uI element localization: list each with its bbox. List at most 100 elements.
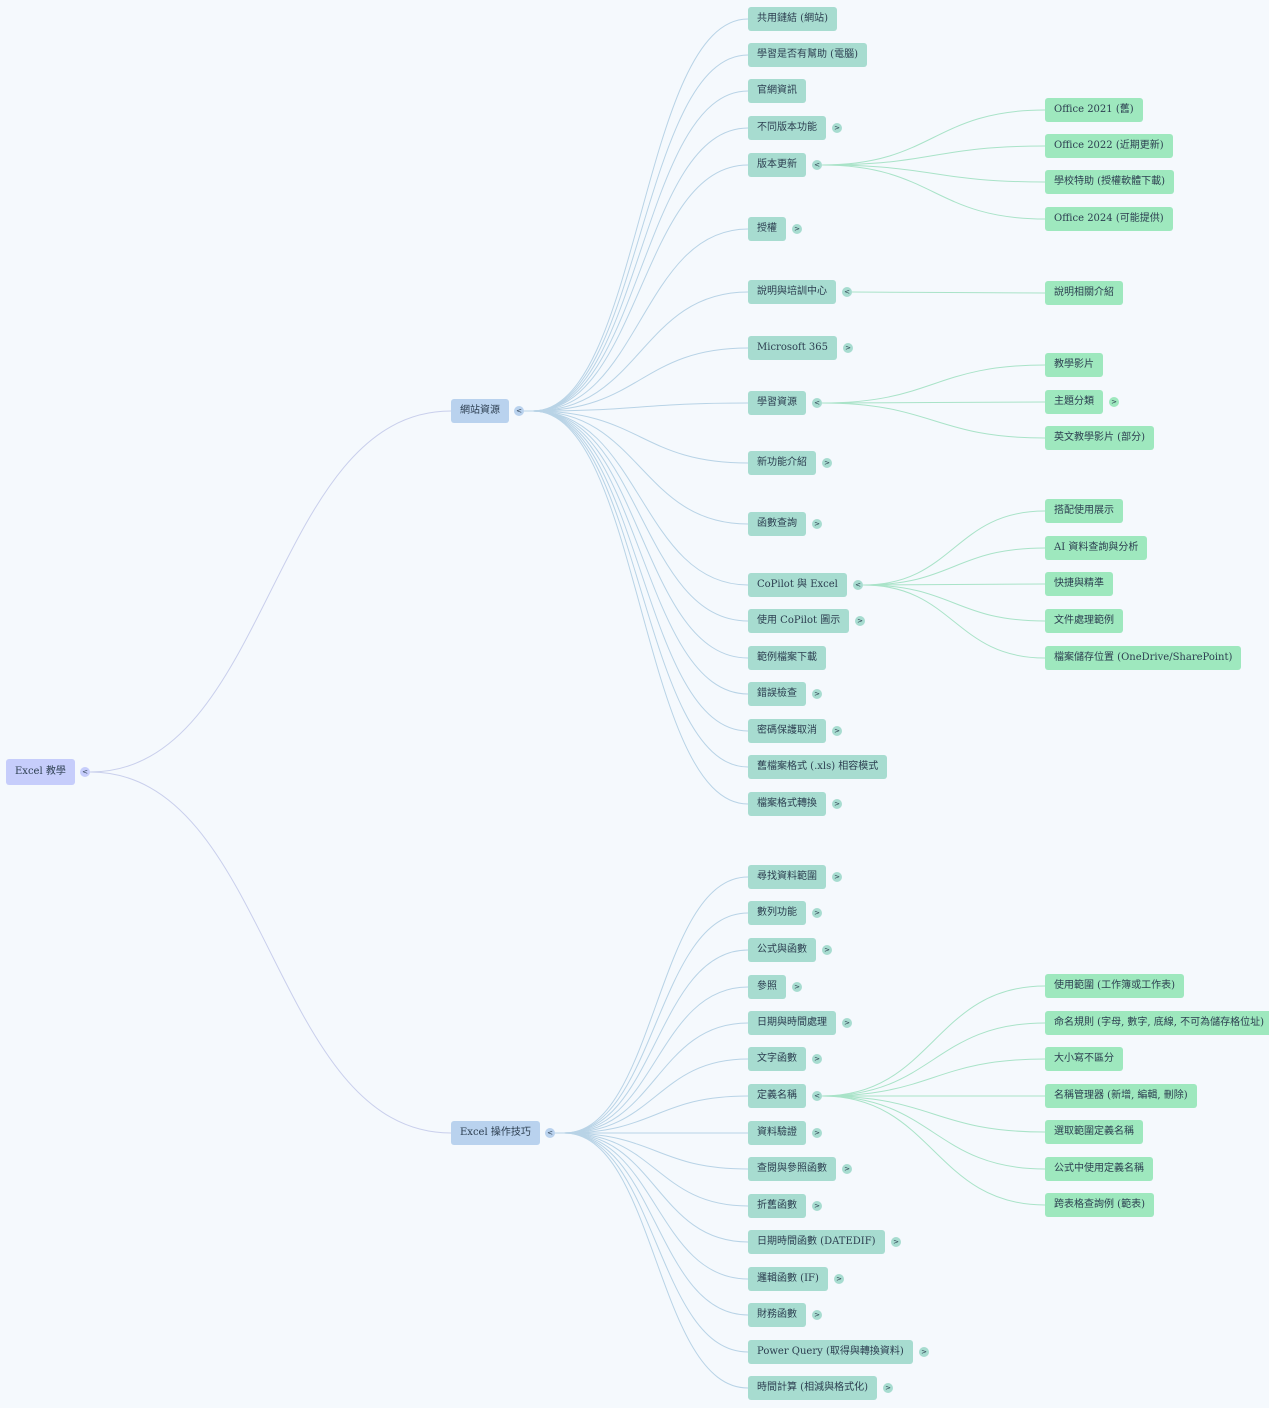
toggle-1-6[interactable]: < [812,1091,822,1101]
leaf-node-1-6-0[interactable]: 使用範圍 (工作簿或工作表) [1045,974,1184,998]
toggle-1-3[interactable]: > [792,982,802,992]
topic-node-0-9[interactable]: 新功能介紹 [748,451,816,475]
leaf-node-0-11-1[interactable]: AI 資料查詢與分析 [1045,536,1148,560]
link-0-15 [532,410,749,732]
topic-node-1-8[interactable]: 查閱與參照函數 [748,1157,836,1181]
link-0-6 [532,291,749,412]
link-1-6 [563,1095,749,1134]
toggle-0-9[interactable]: > [822,458,832,468]
link-0-8-1 [821,401,1046,404]
link-root-branch-0 [89,410,452,773]
leaf-node-1-6-5[interactable]: 公式中使用定義名稱 [1045,1157,1153,1181]
branch-node-1[interactable]: Excel 操作技巧 [451,1121,540,1145]
collapse-toggle-root[interactable]: < [80,767,90,777]
topic-node-0-13[interactable]: 範例檔案下載 [748,646,826,670]
toggle-1-11[interactable]: > [834,1274,844,1284]
topic-node-0-16[interactable]: 舊檔案格式 (.xls) 相容模式 [748,755,888,779]
leaf-node-0-4-2[interactable]: 學校特助 (授權軟體下載) [1045,170,1174,194]
toggle-0-10[interactable]: > [812,519,822,529]
topic-node-0-6[interactable]: 說明與培訓中心 [748,280,836,304]
topic-node-1-6[interactable]: 定義名稱 [748,1084,806,1108]
leaf-node-1-6-3[interactable]: 名稱管理器 (新增, 編輯, 刪除) [1045,1084,1197,1108]
topic-node-0-5[interactable]: 授權 [748,217,786,241]
leaf-node-0-4-1[interactable]: Office 2022 (近期更新) [1045,134,1173,158]
topic-node-1-3[interactable]: 參照 [748,975,786,999]
topic-node-0-7[interactable]: Microsoft 365 [748,336,837,360]
topic-node-1-10[interactable]: 日期時間函數 (DATEDIF) [748,1230,885,1254]
leaf-node-1-6-4[interactable]: 選取範圍定義名稱 [1045,1120,1143,1144]
leaf-node-0-11-2[interactable]: 快捷與精準 [1045,572,1113,596]
toggle-0-7[interactable]: > [843,343,853,353]
leaf-node-0-11-4[interactable]: 檔案儲存位置 (OneDrive/SharePoint) [1045,646,1242,670]
toggle-0-12[interactable]: > [855,616,865,626]
leaf-node-0-8-1[interactable]: 主題分類 [1045,390,1103,414]
topic-node-1-0[interactable]: 尋找資料範圍 [748,865,826,889]
toggle-1-7[interactable]: > [812,1128,822,1138]
toggle-1-1[interactable]: > [812,908,822,918]
toggle-1-8[interactable]: > [842,1164,852,1174]
link-1-12 [563,1132,749,1316]
toggle-0-8-1[interactable]: > [1109,397,1119,407]
topic-node-1-13[interactable]: Power Query (取得與轉換資料) [748,1340,913,1364]
link-1-8 [563,1132,749,1170]
topic-node-0-8[interactable]: 學習資源 [748,391,806,415]
topic-node-0-15[interactable]: 密碼保護取消 [748,719,826,743]
toggle-1-2[interactable]: > [822,945,832,955]
leaf-node-0-8-0[interactable]: 教學影片 [1045,353,1103,377]
toggle-1-12[interactable]: > [812,1310,822,1320]
topic-node-0-3[interactable]: 不同版本功能 [748,116,826,140]
toggle-1-14[interactable]: > [883,1383,893,1393]
link-0-13 [532,410,749,659]
topic-node-0-4[interactable]: 版本更新 [748,153,806,177]
leaf-node-0-6-0[interactable]: 說明相關介紹 [1045,281,1123,305]
leaf-node-1-6-6[interactable]: 跨表格查詢例 (範表) [1045,1193,1154,1217]
topic-node-1-7[interactable]: 資料驗證 [748,1121,806,1145]
topic-node-0-2[interactable]: 官網資訊 [748,79,806,103]
branch-node-0[interactable]: 網站資源 [451,399,509,423]
topic-node-0-17[interactable]: 檔案格式轉換 [748,792,826,816]
leaf-node-0-11-0[interactable]: 搭配使用展示 [1045,499,1123,523]
toggle-0-14[interactable]: > [812,689,822,699]
toggle-1-4[interactable]: > [842,1018,852,1028]
collapse-toggle-branch-0[interactable]: < [514,406,524,416]
link-1-10 [563,1132,749,1243]
link-root-branch-1 [89,771,452,1134]
leaf-node-0-11-3[interactable]: 文件處理範例 [1045,609,1123,633]
toggle-1-10[interactable]: > [891,1237,901,1247]
topic-node-0-1[interactable]: 學習是否有幫助 (電腦) [748,43,867,67]
topic-node-0-10[interactable]: 函數查詢 [748,512,806,536]
toggle-0-11[interactable]: < [853,580,863,590]
topic-node-1-12[interactable]: 財務函數 [748,1303,806,1327]
toggle-0-17[interactable]: > [832,799,842,809]
leaf-node-0-4-3[interactable]: Office 2024 (可能提供) [1045,207,1173,231]
toggle-0-8[interactable]: < [812,398,822,408]
toggle-0-4[interactable]: < [812,160,822,170]
link-0-12 [532,410,749,622]
topic-node-0-11[interactable]: CoPilot 與 Excel [748,573,847,597]
root-node[interactable]: Excel 教學 [6,759,75,785]
topic-node-1-5[interactable]: 文字函數 [748,1047,806,1071]
leaf-node-1-6-1[interactable]: 命名規則 (字母, 數字, 底線, 不可為儲存格位址) [1045,1011,1269,1035]
topic-node-0-14[interactable]: 錯誤檢查 [748,682,806,706]
topic-node-1-14[interactable]: 時間計算 (相減與格式化) [748,1376,877,1400]
topic-node-1-11[interactable]: 邏輯函數 (IF) [748,1267,828,1291]
toggle-1-9[interactable]: > [812,1201,822,1211]
toggle-0-5[interactable]: > [792,224,802,234]
toggle-1-5[interactable]: > [812,1054,822,1064]
toggle-0-3[interactable]: > [832,123,842,133]
topic-node-1-9[interactable]: 折舊函數 [748,1194,806,1218]
toggle-0-6[interactable]: < [842,287,852,297]
toggle-1-13[interactable]: > [919,1347,929,1357]
leaf-node-0-4-0[interactable]: Office 2021 (舊) [1045,98,1143,122]
topic-node-1-2[interactable]: 公式與函數 [748,938,816,962]
leaf-node-1-6-2[interactable]: 大小寫不區分 [1045,1047,1123,1071]
topic-node-1-1[interactable]: 數列功能 [748,901,806,925]
topic-node-1-4[interactable]: 日期與時間處理 [748,1011,836,1035]
topic-node-0-12[interactable]: 使用 CoPilot 圖示 [748,609,850,633]
leaf-node-0-8-2[interactable]: 英文教學影片 (部分) [1045,426,1154,450]
collapse-toggle-branch-1[interactable]: < [545,1128,555,1138]
toggle-0-15[interactable]: > [832,726,842,736]
link-0-2 [532,90,749,412]
topic-node-0-0[interactable]: 共用鏈結 (網站) [748,7,837,31]
toggle-1-0[interactable]: > [832,872,842,882]
